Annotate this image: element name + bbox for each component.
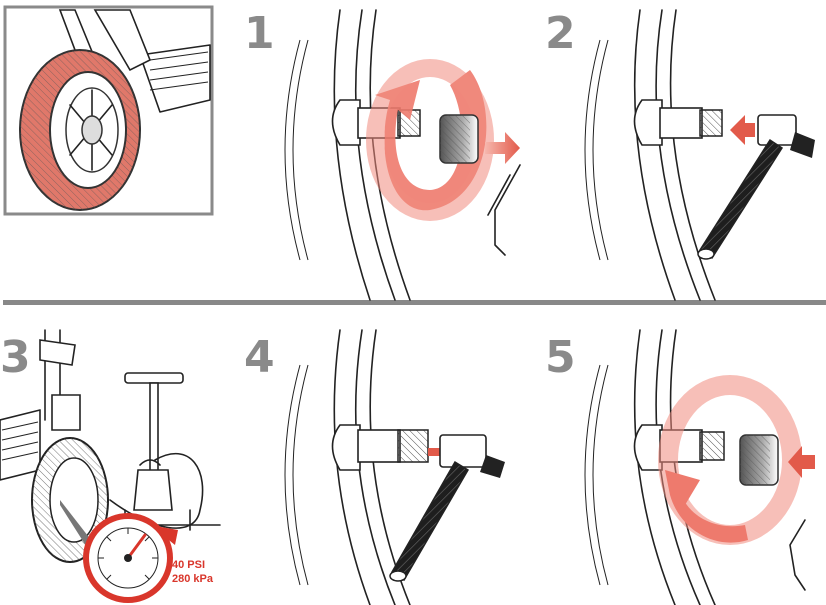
step-number-1: 1 (244, 8, 275, 59)
pump-hose-icon (392, 462, 468, 580)
inset-tire-panel (5, 7, 212, 214)
step-3-inflate-with-pump: 40 PSI 280 kPa (0, 330, 220, 600)
valve-stem-icon (700, 110, 722, 136)
pump-hose-icon (700, 140, 782, 258)
step-5-replace-valve-cap (585, 330, 815, 605)
step-number-4: 4 (244, 332, 275, 383)
step-number-2: 2 (545, 8, 576, 59)
step-2-attach-pump-head (585, 10, 815, 300)
step-1-remove-valve-cap (285, 10, 520, 300)
valve-stem-icon (700, 432, 724, 460)
valve-stem-icon (398, 430, 428, 462)
gauge-kpa-label: 280 kPa (172, 573, 214, 585)
gauge-psi-label: 40 PSI (172, 559, 205, 571)
push-arrow-icon (730, 115, 755, 145)
step-4-remove-pump-head (285, 330, 505, 605)
rotate-clockwise-arrow-icon (665, 470, 748, 543)
section-divider (3, 300, 826, 305)
step-number-5: 5 (545, 332, 576, 383)
step-number-3: 3 (0, 332, 31, 383)
